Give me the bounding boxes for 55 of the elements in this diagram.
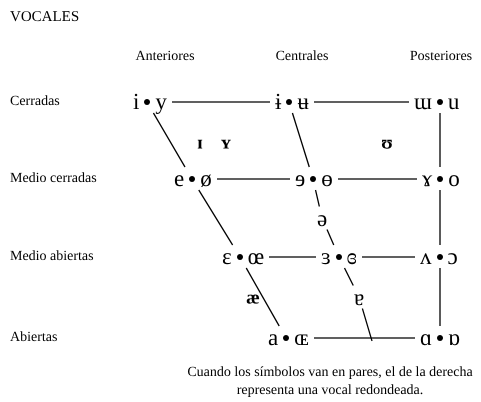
connector-line (314, 190, 320, 207)
column-header: Posteriores (410, 50, 472, 64)
column-header: Centrales (276, 50, 328, 64)
vowel-symbol: e (174, 167, 184, 190)
connector-line (439, 190, 441, 245)
vowel-symbol: ɪ (197, 134, 203, 152)
connector-line (439, 113, 441, 167)
connector-line (314, 337, 415, 339)
connector-line (292, 112, 310, 168)
vowel-symbol: ʌ (420, 245, 432, 268)
vowel-symbol: ɘ (295, 167, 306, 190)
connector-line (338, 178, 417, 180)
vowel-symbol: ɞ (346, 245, 357, 268)
connector-line (246, 268, 280, 326)
connector-line (152, 112, 186, 168)
vowel-symbol: o (448, 167, 460, 190)
vowel-symbol: ɤ (422, 167, 432, 190)
vowel-symbol: ʉ (297, 90, 309, 113)
vowel-symbol: i (133, 90, 140, 113)
row-header: Medio abiertas (10, 250, 94, 264)
row-header: Cerradas (10, 95, 60, 109)
connector-line (172, 101, 270, 103)
vowel-symbol: ø (200, 167, 212, 190)
vowel-symbol: ɐ (349, 286, 370, 308)
connector-line (362, 256, 415, 258)
connector-line (326, 229, 334, 246)
vowel-symbol: ə (312, 206, 332, 230)
vowel-symbol: ɶ (294, 326, 309, 349)
row-header: Abiertas (10, 331, 58, 345)
vowel-symbol: ɨ (275, 90, 282, 113)
caption: Cuando los símbolos van en pares, el de la derecha representa una vocal redondeada. (186, 364, 474, 400)
connector-line (344, 268, 354, 286)
connector-line (439, 268, 441, 326)
vowel-symbol: æ (246, 288, 260, 308)
vowel-symbol: ɛ (222, 245, 232, 268)
vowel-symbol: a (268, 326, 278, 349)
vowel-symbol: ʏ (220, 134, 232, 152)
connector-line (314, 101, 409, 103)
vowel-symbol: ɒ (448, 326, 460, 349)
vowel-symbol: y (155, 90, 167, 113)
vowel-symbol: ʊ (381, 134, 393, 152)
vowel-symbol: ɵ (321, 167, 333, 190)
vowel-symbol: ɜ (321, 245, 331, 268)
connector-line (269, 256, 316, 258)
vowel-symbol: ɔ (448, 245, 458, 268)
vowel-symbol: œ (248, 245, 264, 268)
connector-line (362, 308, 373, 342)
connector-line (217, 178, 290, 180)
chart-title: VOCALES (10, 9, 80, 26)
row-header: Medio cerradas (10, 172, 97, 186)
vowel-symbol: ɯ (414, 90, 432, 113)
vowel-symbol: ɑ (420, 326, 432, 349)
column-header: Anteriores (135, 50, 195, 64)
vowel-symbol: u (448, 90, 460, 113)
connector-line (198, 190, 234, 246)
